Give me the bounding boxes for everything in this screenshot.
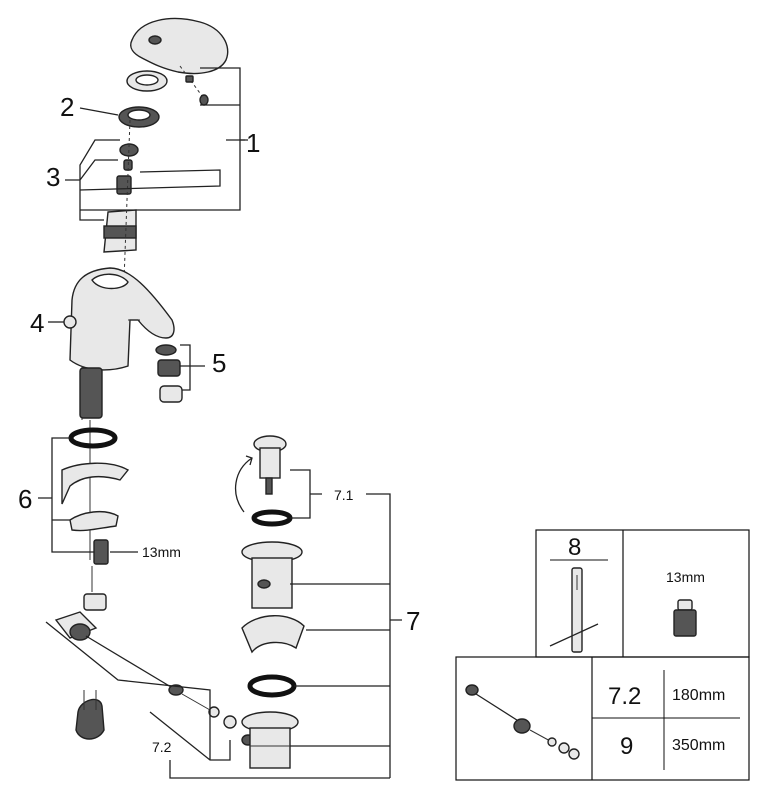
inset-tool-number: 8	[568, 534, 581, 561]
handle-ring	[126, 70, 168, 92]
callout-1: 1	[246, 128, 260, 158]
callout-7-1: 7.1	[334, 487, 354, 503]
inset-rod-lengths: 7.2 180mm 9 350mm	[455, 656, 750, 781]
bracket-7-1	[290, 469, 322, 519]
callout-6: 6	[18, 484, 32, 514]
rod-row-number-2: 9	[620, 733, 633, 760]
supply-hoses	[75, 690, 105, 740]
bracket-3	[65, 139, 221, 221]
handle-adapter	[118, 106, 160, 128]
callout-7-2: 7.2	[152, 739, 172, 755]
mounting-pins	[79, 366, 103, 560]
callout-7: 7	[406, 606, 420, 636]
rod-row-length-2: 350mm	[672, 737, 725, 754]
bracket-6	[38, 437, 94, 553]
callout-6-size: 13mm	[142, 544, 181, 560]
rod-row-length-1: 180mm	[672, 687, 725, 704]
lift-rod-knob	[63, 315, 77, 329]
callout-2: 2	[60, 92, 74, 122]
callout-4: 4	[30, 308, 44, 338]
cartridge-parts	[103, 119, 139, 281]
lift-rod-linkage	[54, 593, 255, 746]
rod-row-number-1: 7.2	[608, 683, 641, 710]
bracket-7	[290, 493, 402, 778]
rod-assembly	[465, 684, 580, 760]
grub-screw	[179, 65, 209, 106]
wrench-tool	[549, 567, 599, 653]
bracket-5	[180, 344, 205, 391]
inset-tools: 8 13mm	[535, 529, 750, 658]
aerator-parts	[155, 344, 183, 403]
waste-body	[241, 541, 305, 769]
tap-body	[69, 267, 175, 371]
popup-plug	[234, 435, 293, 527]
socket-adapter	[673, 599, 697, 637]
bracket-1	[80, 67, 245, 211]
inset-size-label: 13mm	[666, 569, 705, 585]
callout-3: 3	[46, 162, 60, 192]
callout-5: 5	[212, 348, 226, 378]
mounting-set	[61, 427, 130, 592]
bracket-7-2	[45, 621, 390, 779]
lever-handle	[130, 17, 229, 75]
